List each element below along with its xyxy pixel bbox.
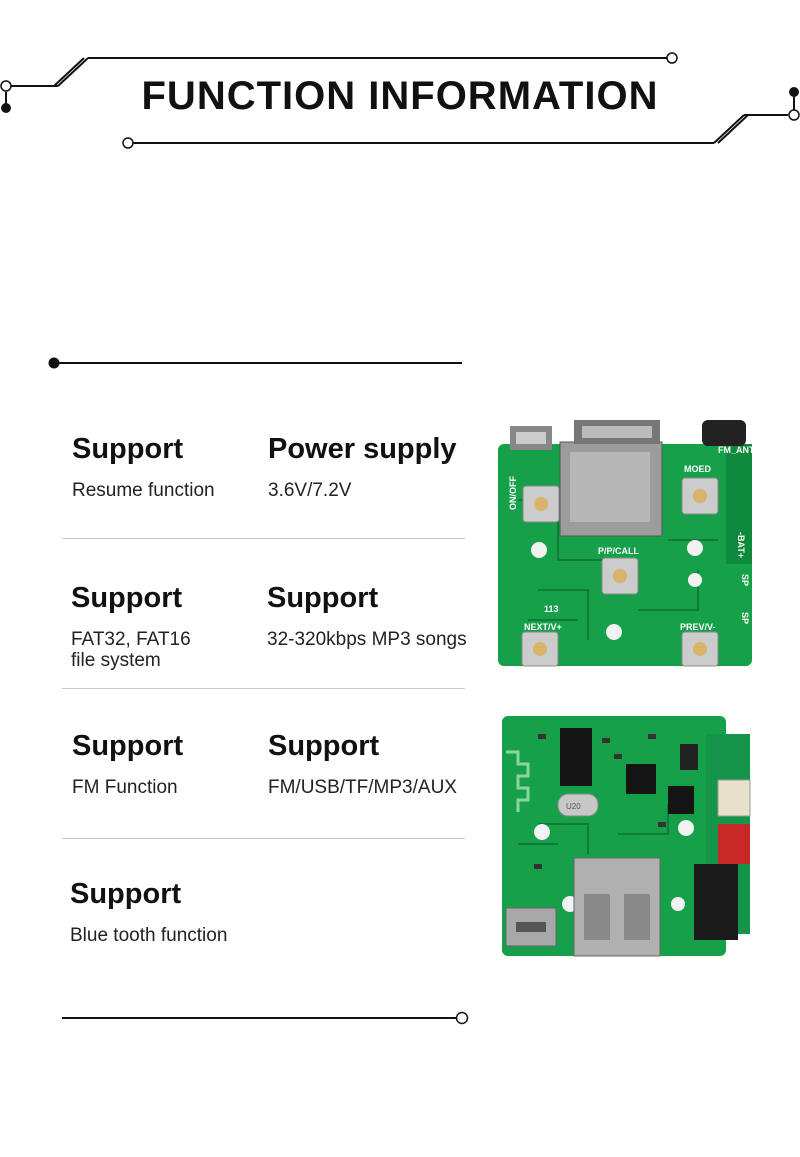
board-label-moed: MOED [684,464,712,474]
board-label-sp2: SP [740,612,750,624]
board-label-sp1: SP [740,574,750,586]
feature-5-heading: Support [72,730,184,762]
row-divider [62,838,465,839]
section-top-rule [48,357,462,369]
feature-7-heading: Support [70,878,182,910]
feature-2-detail: 3.6V/7.2V [268,480,352,501]
row-divider [62,688,465,689]
board-label-num: 113 [544,604,559,614]
feature-1-detail: Resume function [72,480,215,501]
feature-3-heading: Support [71,582,183,614]
section-bottom-rule [62,1011,469,1025]
header-decoration [0,52,800,149]
board-label-next: NEXT/V+ [524,622,562,632]
pcb-board-top-image: FM_ANT MOED ON/OFF P/P/CALL -BAT+ SP SP … [498,420,754,667]
board-label-bat: -BAT+ [736,532,746,558]
feature-6-heading: Support [268,730,380,762]
feature-4-detail: 32-320kbps MP3 songs [267,629,467,650]
pcb-board-bottom-image: U20 [502,716,751,957]
feature-7-detail: Blue tooth function [70,925,228,946]
board-label-crystal: U20 [566,802,581,811]
feature-4-heading: Support [267,582,379,614]
board-label-prev: PREV/V- [680,622,716,632]
feature-6-detail: FM/USB/TF/MP3/AUX [268,777,457,798]
row-divider [62,538,465,539]
feature-3-detail: FAT32, FAT16 file system [71,629,191,671]
board-label-pp-call: P/P/CALL [598,546,640,556]
feature-2-heading: Power supply [268,433,457,465]
board-label-on-off: ON/OFF [508,476,518,510]
feature-5-detail: FM Function [72,777,178,798]
board-label-fm-ant: FM_ANT [718,445,754,455]
feature-1-heading: Support [72,433,184,465]
page-title: FUNCTION INFORMATION [141,74,659,118]
